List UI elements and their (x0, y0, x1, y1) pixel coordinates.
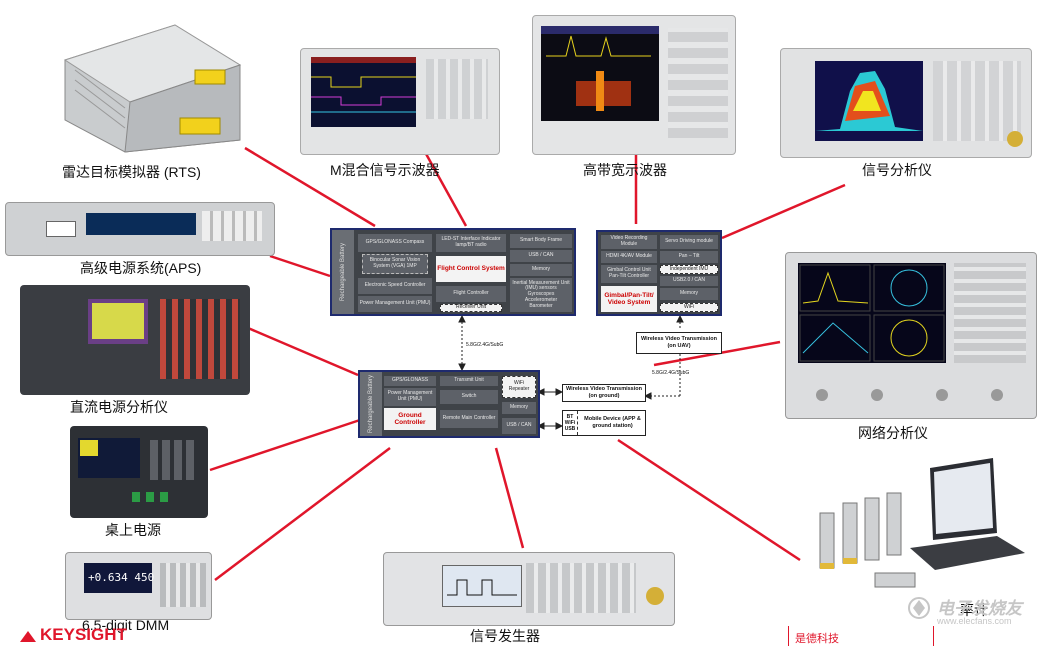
dcpa-label: 直流电源分析仪 (70, 399, 168, 415)
dmm-reading: +0.634 450 (88, 571, 155, 584)
gimbal-hdmi: HDMI 4K/AV Module (601, 251, 657, 263)
meter-label: 率计 (960, 602, 988, 618)
elecfans-icon (908, 597, 930, 619)
gimbal-block: Video Recording Module Servo Driving mod… (596, 230, 722, 316)
flight-imu-item: Gyroscopes (527, 291, 555, 298)
mobile-box: BT WiFi USB Mobile Device (APP & ground … (562, 410, 646, 436)
keysight-mark-icon (20, 631, 36, 642)
hbw-label: 高带宽示波器 (583, 162, 667, 178)
flight-recv: Receiver Unit (440, 304, 502, 312)
flight-esc: Electronic Speed Controller (358, 278, 432, 294)
connector-meter (617, 438, 801, 562)
mobile-device: Mobile Device (APP & ground station) (584, 416, 641, 429)
dmm-instrument-image: +0.634 450 (65, 552, 212, 620)
keysight-logo: KEYSIGHT (18, 625, 127, 644)
mso-instrument-image (300, 48, 500, 155)
ground-title: Ground Controller (384, 408, 436, 430)
flight-title-text: Flight Control System (437, 265, 505, 273)
gimbal-memory: Memory (660, 288, 718, 300)
sa-instrument-image (780, 48, 1032, 158)
mso-label: M混合信号示波器 (330, 162, 440, 178)
flight-vision: Binocular Sonar Vision System (VGA) 1MP (362, 254, 428, 274)
flight-imu-item: Barometer (529, 302, 553, 309)
flight-led: LED-ST Interface Indicator lamp/BT radio (436, 234, 506, 252)
ground-wifi: WiFi Repeater (502, 376, 536, 398)
aps-instrument-image (5, 202, 275, 256)
ground-memory: Memory (502, 402, 536, 414)
air-ground-link-label: 5.8G/2.4G/SubG (466, 342, 504, 348)
connector-desk (209, 414, 373, 472)
ground-usb: USB / CAN (502, 418, 536, 434)
connector-dcpa (247, 326, 359, 377)
flight-memory: Memory (510, 264, 572, 276)
ground-tx: Transmit Unit (440, 376, 498, 386)
rts-instrument-image (55, 20, 245, 155)
flight-imu-item: Accelerometer (524, 296, 558, 303)
wvt-air-box: Wireless Video Transmission (on UAV) (636, 332, 722, 354)
connector-dmm (214, 447, 391, 581)
meter-instrument-image (815, 458, 1040, 598)
ground-side-label: Rechargeable Battery (368, 374, 374, 434)
connector-siggen (494, 447, 525, 549)
flight-sbf: Smart Body Frame (510, 234, 572, 248)
ground-switch: Switch (440, 390, 498, 404)
gimbal-gcu: Gimbal Control Unit Pan-Tilt Controller (601, 265, 657, 283)
gimbal-title: Gimbal/Pan-Tilt/ Video System (601, 286, 657, 312)
gimbal-vrm: Video Recording Module (601, 235, 657, 249)
gimbal-pantilt: Pan – Tilt (660, 251, 718, 263)
keysight-logo-text: KEYSIGHT (40, 625, 127, 644)
gimbal-servo: Servo Driving module (660, 235, 718, 249)
flight-fc: Flight Controller (436, 286, 506, 302)
aps-label: 高级电源系统(APS) (80, 260, 202, 276)
corner-brand-text: 是德科技 (795, 633, 839, 645)
desk-label: 桌上电源 (105, 522, 161, 538)
gimbal-indep: Independent IMU (660, 265, 718, 274)
watermark-url: www.elecfans.com (937, 616, 1012, 626)
flight-imu: Inertial Measurement Unit (IMU) sensors … (510, 278, 572, 312)
ground-gps: GPS/GLONASS (384, 376, 436, 386)
rts-label: 雷达目标模拟器 (RTS) (62, 164, 201, 180)
desk-instrument-image (70, 426, 208, 518)
ground-controller-block: Rechargeable Battery GPS/GLONASS Power M… (358, 370, 540, 438)
na-instrument-image (785, 252, 1037, 419)
dmm-label: 6.5-digit DMM (82, 617, 170, 633)
ground-rc: Remote Main Controller (440, 410, 498, 428)
connector-aps (269, 254, 331, 278)
flight-usb: USB / CAN (510, 250, 572, 262)
flight-pmu: Power Management Unit (PMU) (358, 296, 432, 312)
dcpa-instrument-image (20, 285, 250, 395)
gimbal-wifi: WiFi (660, 303, 718, 312)
hbw-instrument-image (532, 15, 736, 155)
watermark-text: 电子发烧友 (937, 599, 1022, 618)
ground-pmu: Power Management Unit (PMU) (384, 388, 436, 406)
connector-sa (721, 183, 846, 240)
connector-mso (423, 151, 468, 227)
siggen-instrument-image (383, 552, 675, 626)
bt-wifi-usb: BT WiFi USB (563, 411, 578, 435)
flight-control-block: Rechargeable Battery GPS/GLONASS Compass… (330, 228, 576, 316)
gimbal-usbcan: USB2.0 / CAN (660, 276, 718, 286)
siggen-label: 信号发生器 (470, 628, 540, 644)
na-label: 网络分析仪 (858, 425, 928, 441)
flight-imu-title: Inertial Measurement Unit (IMU) sensors (512, 279, 570, 292)
elecfans-watermark: 电子发烧友 www.elecfans.com (905, 590, 1035, 630)
connector-rts (244, 146, 376, 228)
flight-title: Flight Control System (436, 256, 506, 282)
sa-label: 信号分析仪 (862, 162, 932, 178)
video-link-label: 5.8G/2.4G/SubG (652, 370, 690, 376)
flight-gps: GPS/GLONASS Compass (358, 234, 432, 252)
wvt-ground-box: Wireless Video Transmission (on ground) (562, 384, 646, 402)
flight-side-label: Rechargeable Battery (340, 242, 346, 302)
